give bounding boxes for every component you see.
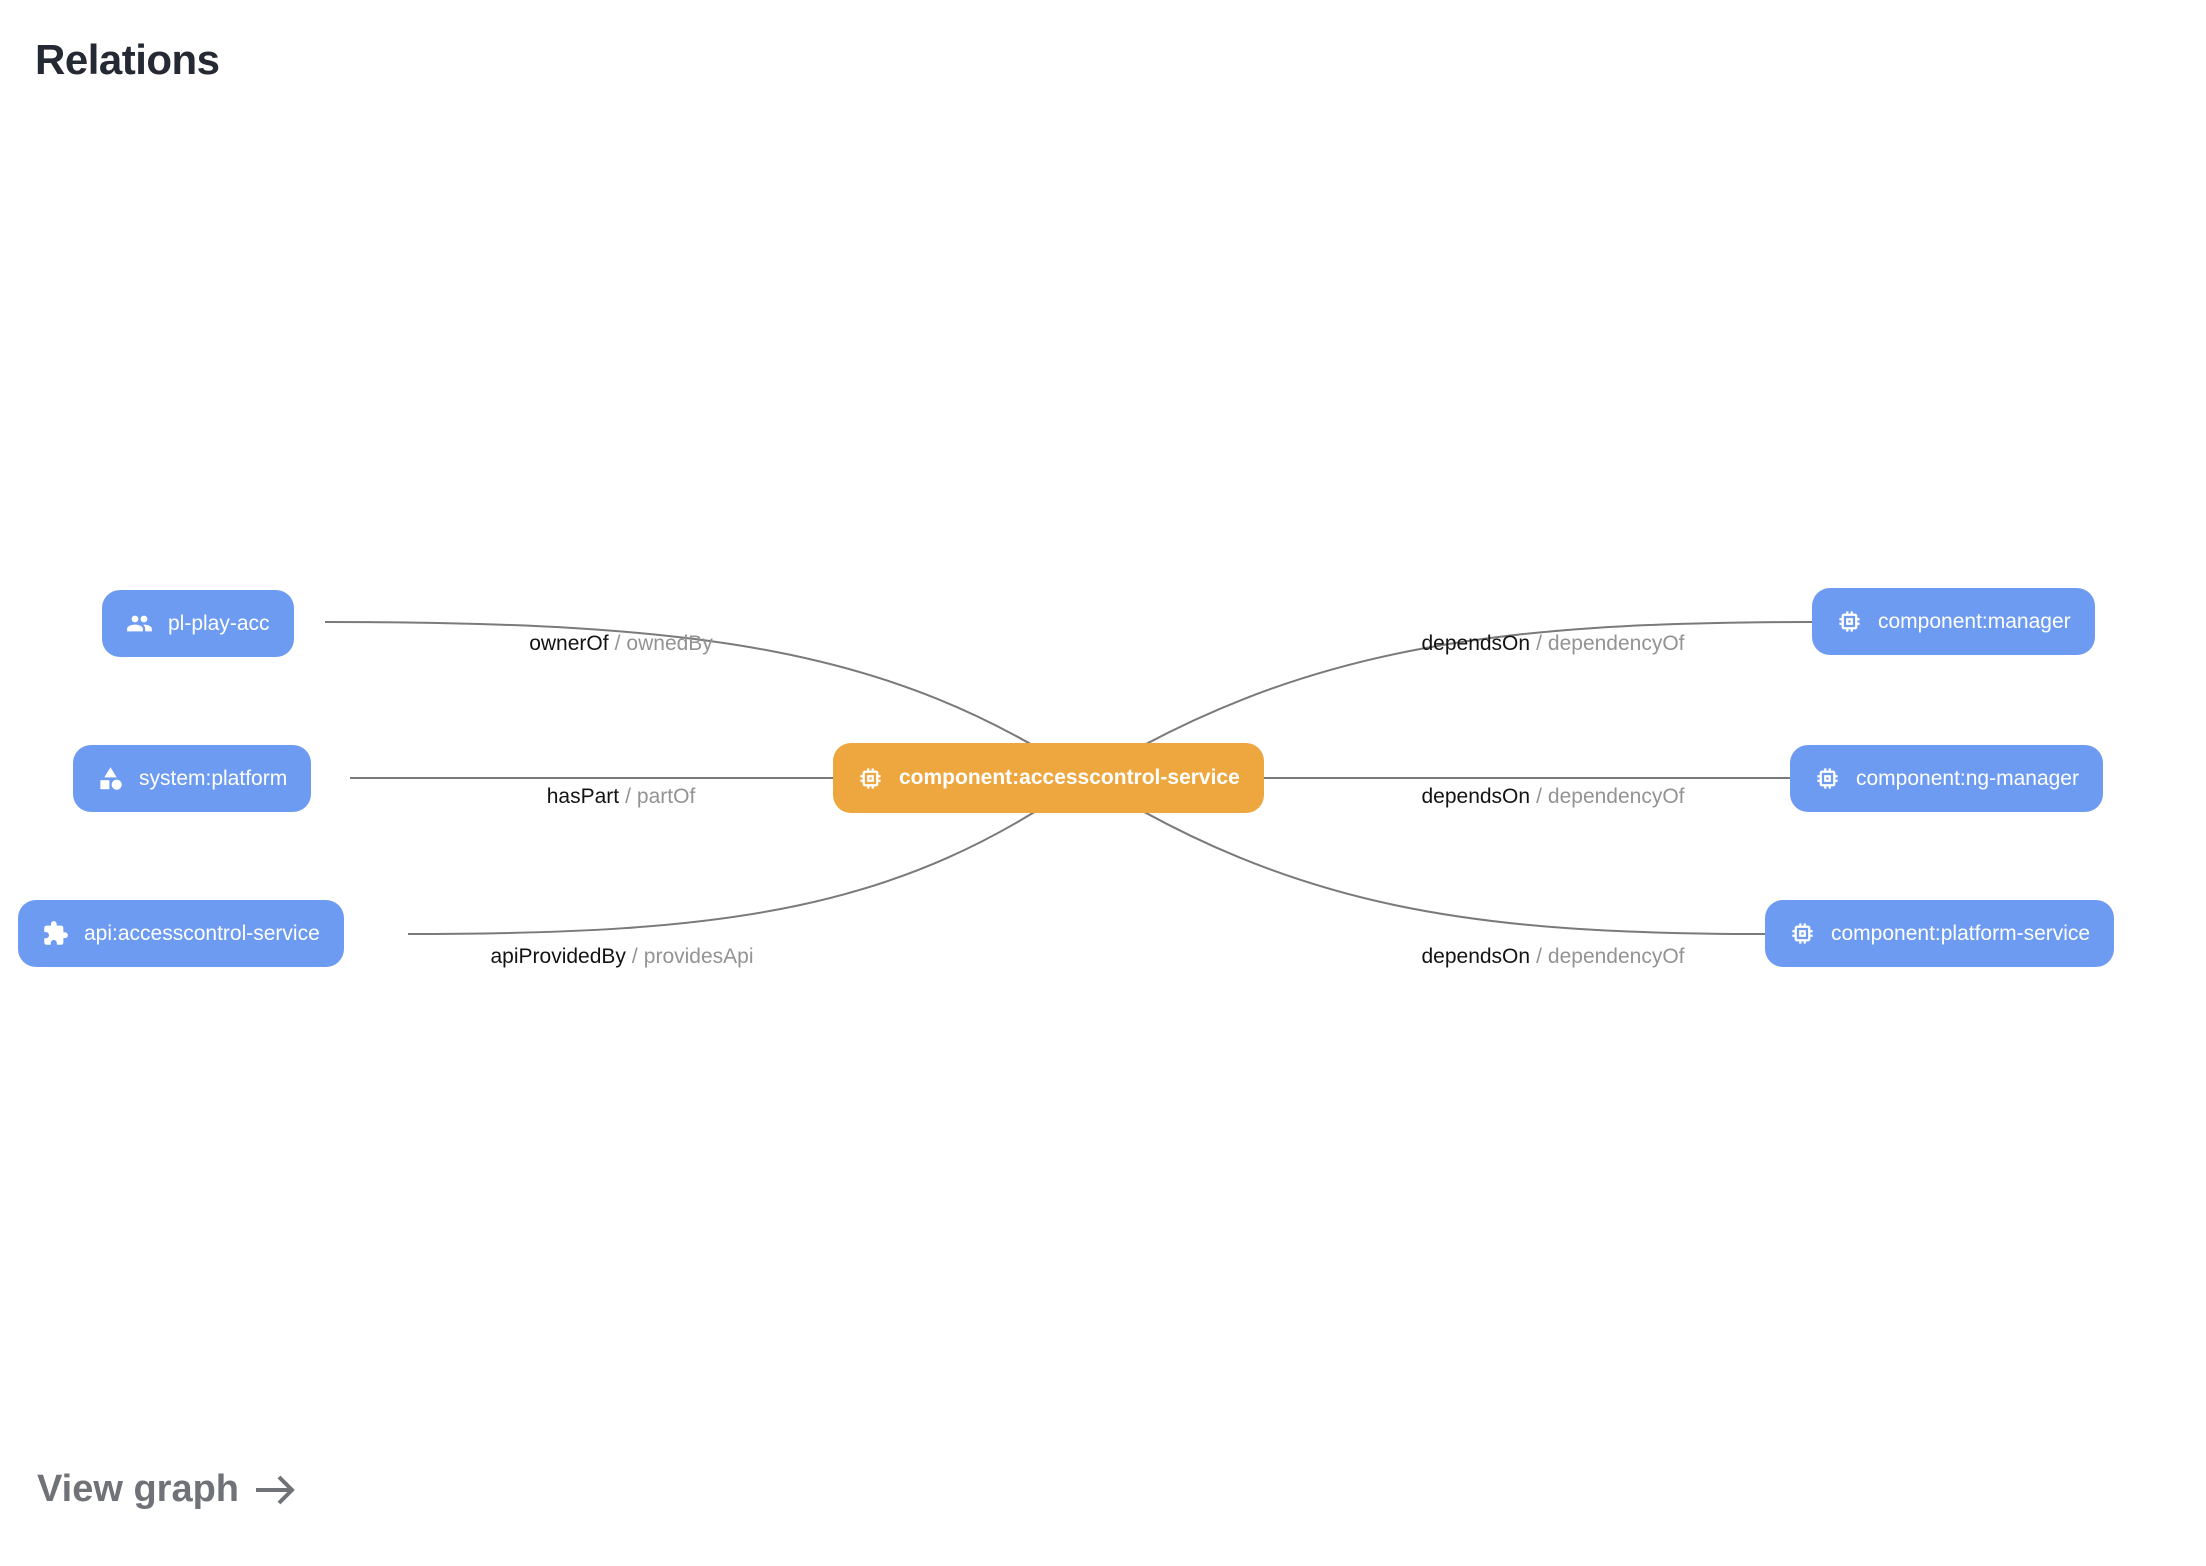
- relation-separator: /: [1536, 945, 1542, 968]
- node-label: component:platform-service: [1831, 921, 2091, 945]
- relation-inverse: dependencyOf: [1547, 632, 1685, 655]
- category-icon: [97, 765, 124, 792]
- edge-label-dependson-manager: dependsOn / dependencyOf: [1421, 632, 1684, 656]
- relation-separator: /: [631, 945, 638, 968]
- chip-icon: [857, 765, 884, 792]
- relation-forward: apiProvidedBy: [490, 945, 626, 968]
- arrow-right-icon: [253, 1472, 297, 1508]
- edge-label-apiprovidedby: apiProvidedBy / providesApi: [491, 945, 754, 969]
- node-label: api:accesscontrol-service: [84, 921, 320, 945]
- relation-inverse: partOf: [636, 785, 696, 808]
- group-icon: [126, 610, 153, 637]
- node-component-accesscontrol-service[interactable]: component:accesscontrol-service: [833, 743, 1264, 813]
- puzzle-icon: [42, 920, 69, 947]
- chip-icon: [1789, 920, 1816, 947]
- relation-separator: /: [614, 632, 621, 655]
- relation-separator: /: [1536, 632, 1542, 655]
- relation-forward: dependsOn: [1421, 945, 1531, 968]
- view-graph-label: View graph: [37, 1468, 240, 1510]
- node-component-platform-service[interactable]: component:platform-service: [1765, 900, 2115, 967]
- edge-label-ownerof: ownerOf / ownedBy: [529, 632, 713, 656]
- chip-icon: [1814, 765, 1841, 792]
- view-graph-link[interactable]: View graph: [37, 1468, 297, 1511]
- edge-dependson-platform-service: [1085, 777, 1766, 935]
- edge-label-haspart: hasPart / partOf: [547, 785, 696, 809]
- edge-apiprovidedby: [407, 777, 1087, 935]
- node-pl-play-acc[interactable]: pl-play-acc: [102, 590, 294, 657]
- node-label: component:manager: [1878, 609, 2071, 633]
- relation-forward: hasPart: [546, 785, 620, 808]
- node-api-accesscontrol-service[interactable]: api:accesscontrol-service: [18, 900, 344, 967]
- page-title: Relations: [35, 36, 220, 83]
- node-system-platform[interactable]: system:platform: [73, 745, 312, 812]
- edge-ownerof: [324, 621, 1087, 779]
- node-label: component:accesscontrol-service: [899, 766, 1240, 789]
- relation-inverse: providesApi: [643, 945, 754, 968]
- relation-inverse: ownedBy: [626, 632, 713, 655]
- node-label: system:platform: [139, 766, 288, 790]
- node-label: pl-play-acc: [168, 611, 270, 635]
- relation-separator: /: [1536, 785, 1542, 808]
- relation-inverse: dependencyOf: [1547, 945, 1685, 968]
- edge-label-dependson-ng-manager: dependsOn / dependencyOf: [1421, 785, 1684, 809]
- node-label: component:ng-manager: [1856, 766, 2079, 790]
- chip-icon: [1836, 608, 1863, 635]
- edge-label-dependson-platform-service: dependsOn / dependencyOf: [1421, 945, 1684, 969]
- relation-separator: /: [625, 785, 631, 808]
- edge-dependson-manager: [1085, 621, 1813, 779]
- relation-forward: ownerOf: [529, 632, 609, 655]
- relation-inverse: dependencyOf: [1547, 785, 1685, 808]
- node-component-ng-manager[interactable]: component:ng-manager: [1790, 745, 2103, 812]
- node-component-manager[interactable]: component:manager: [1812, 588, 2095, 655]
- relation-forward: dependsOn: [1421, 632, 1531, 655]
- relation-forward: dependsOn: [1421, 785, 1531, 808]
